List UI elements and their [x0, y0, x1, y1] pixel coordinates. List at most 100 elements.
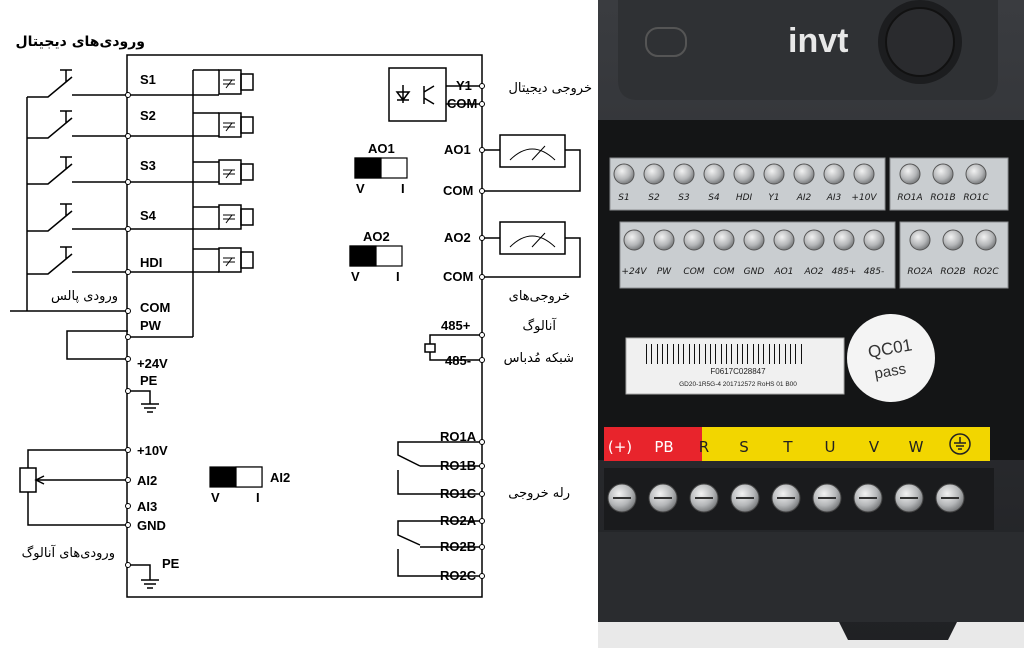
- terminal-ai3: AI3: [137, 499, 157, 514]
- terminal-screw[interactable]: [653, 229, 675, 251]
- terminal-label: RO1B: [930, 193, 955, 203]
- terminal-label: HDI: [736, 193, 753, 203]
- terminal-label: S4: [708, 193, 720, 203]
- ground-icon: [949, 433, 971, 455]
- terminal-screw[interactable]: [703, 163, 725, 185]
- switch-ao1-title: AO1: [368, 141, 395, 156]
- terminal-pe: PE: [140, 373, 158, 388]
- terminal-pw: PW: [140, 318, 162, 333]
- terminal-screw[interactable]: [975, 229, 997, 251]
- model-text: GD20-1R5G-4 201712572 RoHS 01 B00: [679, 381, 797, 388]
- slot-icon: [645, 27, 687, 57]
- label-modbus: شبکه مُدباس: [504, 351, 574, 366]
- terminal-screw[interactable]: [803, 229, 825, 251]
- terminal-label: RO2B: [940, 267, 965, 277]
- terminal-com: COM: [140, 300, 170, 315]
- terminal-screw[interactable]: [643, 163, 665, 185]
- terminal-screw[interactable]: [965, 163, 987, 185]
- terminal-screw[interactable]: [773, 229, 795, 251]
- terminal-10v: +10V: [137, 443, 168, 458]
- terminal-label: AI2: [796, 193, 812, 203]
- terminal-screw[interactable]: [853, 163, 875, 185]
- terminal-485m: 485-: [445, 353, 471, 368]
- terminal-screw[interactable]: [942, 229, 964, 251]
- label-analog-outputs-2: آنالوگ: [522, 317, 557, 334]
- terminal-com-y: COM: [447, 96, 477, 111]
- power-terminal-label: W: [909, 438, 924, 456]
- label-pulse-input: ورودی پالس: [51, 289, 118, 304]
- terminal-ro2b: RO2B: [440, 539, 476, 554]
- power-terminal-label: V: [869, 438, 880, 456]
- label-digital-inputs: ورودی‌های دیجیتال: [15, 34, 145, 50]
- terminal-ro1a: RO1A: [440, 429, 477, 444]
- terminal-screw[interactable]: [793, 163, 815, 185]
- terminal-hdi: HDI: [140, 255, 162, 270]
- brand-logo: invt: [788, 22, 848, 60]
- terminal-ro1b: RO1B: [440, 458, 476, 473]
- terminal-screw[interactable]: [863, 229, 885, 251]
- terminal-pe2: PE: [162, 556, 180, 571]
- terminal-485p: 485+: [441, 318, 471, 333]
- terminal-y1: Y1: [456, 78, 472, 93]
- terminal-screw[interactable]: [713, 229, 735, 251]
- terminal-label: RO2C: [973, 267, 999, 277]
- terminal-s4: S4: [140, 208, 157, 223]
- terminal-s2: S2: [140, 108, 156, 123]
- switch-ai2-v: V: [211, 490, 220, 505]
- terminal-ai2: AI2: [137, 473, 157, 488]
- terminal-s1: S1: [140, 72, 156, 87]
- terminal-screw[interactable]: [613, 163, 635, 185]
- wiring-diagram: S1 S2 S3 S4 HDI COM PW +24V PE +10V AI2 …: [10, 34, 592, 598]
- label-digital-output: خروجی دیجیتال: [508, 81, 592, 96]
- power-terminal-label: T: [782, 438, 793, 456]
- terminal-screw[interactable]: [743, 229, 765, 251]
- terminal-screw[interactable]: [733, 163, 755, 185]
- terminal-s3: S3: [140, 158, 156, 173]
- terminal-screw[interactable]: [899, 163, 921, 185]
- terminal-label: S1: [618, 193, 629, 203]
- drive-box: [126, 54, 483, 598]
- power-terminal-label: R: [699, 438, 709, 456]
- terminal-label: COM: [683, 267, 704, 277]
- terminal-screw[interactable]: [932, 163, 954, 185]
- qc-sticker-line2: pass: [873, 360, 907, 382]
- terminal-label: PW: [657, 267, 672, 277]
- terminal-label: +24V: [621, 267, 647, 277]
- power-terminal-label: PB: [654, 438, 673, 456]
- terminal-ao1: AO1: [444, 142, 471, 157]
- terminal-gnd: GND: [137, 518, 166, 533]
- power-terminal-label: S: [739, 438, 749, 456]
- terminal-label: COM: [713, 267, 734, 277]
- terminal-ao2: AO2: [444, 230, 471, 245]
- terminal-label: Y1: [768, 193, 779, 203]
- terminal-screw[interactable]: [623, 229, 645, 251]
- terminal-ro1c: RO1C: [440, 486, 477, 501]
- terminal-label: S2: [648, 193, 660, 203]
- switch-ao2-title: AO2: [363, 229, 390, 244]
- terminal-ro2c: RO2C: [440, 568, 477, 583]
- terminal-label: AO1: [774, 267, 794, 277]
- switch-ao2-v: V: [351, 269, 360, 284]
- switch-ao1-v: V: [356, 181, 365, 196]
- terminal-label: 485-: [864, 267, 884, 277]
- label-analog-outputs-1: خروجی‌های: [509, 289, 570, 304]
- power-terminal-label: (+): [608, 438, 632, 456]
- terminal-label: +10V: [851, 193, 877, 203]
- terminal-24v: +24V: [137, 356, 168, 371]
- switch-ao2-i: I: [396, 269, 400, 284]
- terminal-screw[interactable]: [683, 229, 705, 251]
- terminal-label: 485+: [832, 267, 857, 277]
- terminal-screw[interactable]: [909, 229, 931, 251]
- terminal-label: GND: [744, 267, 765, 277]
- terminal-com-ao1: COM: [443, 183, 473, 198]
- power-terminal-label: U: [825, 438, 836, 456]
- terminal-screw[interactable]: [823, 163, 845, 185]
- terminal-ro2a: RO2A: [440, 513, 477, 528]
- terminal-label: AO2: [804, 267, 824, 277]
- label-analog-inputs: ورودی‌های آنالوگ: [22, 544, 115, 561]
- terminal-screw[interactable]: [673, 163, 695, 185]
- terminal-screw[interactable]: [833, 229, 855, 251]
- terminal-label: S3: [678, 193, 690, 203]
- terminal-screw[interactable]: [763, 163, 785, 185]
